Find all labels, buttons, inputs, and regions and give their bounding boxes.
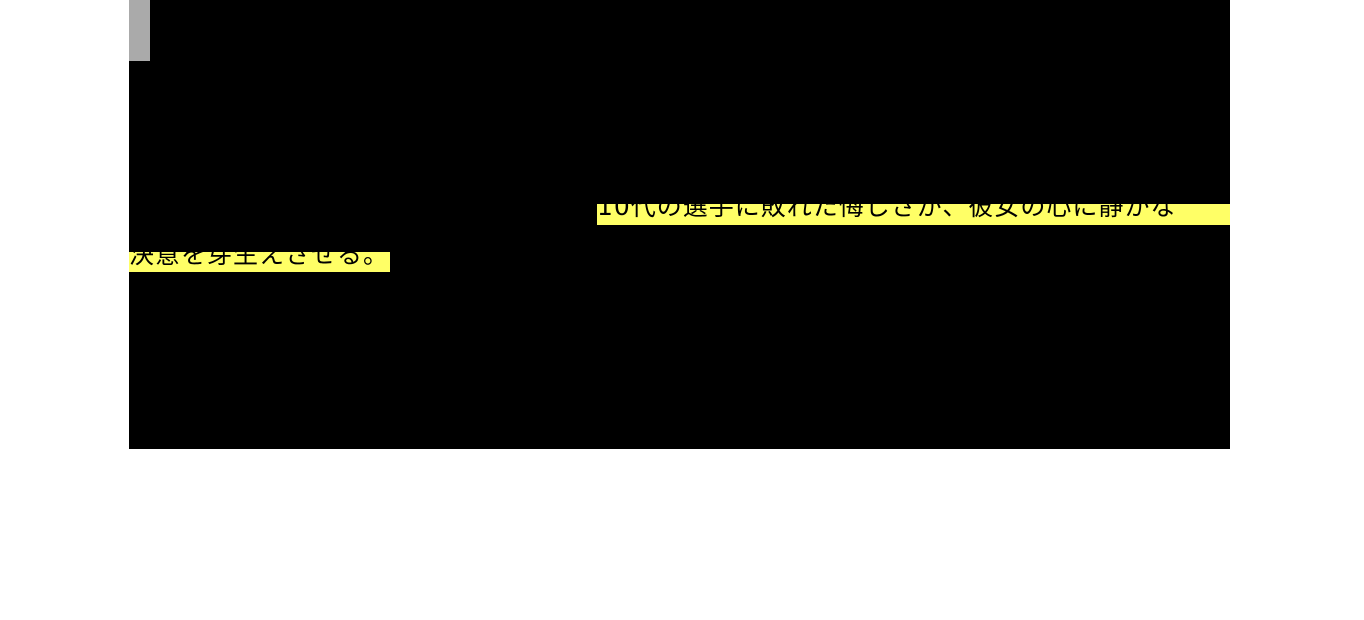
scrollbar-thumb[interactable] [129, 0, 150, 61]
caption-text-2: 決意を芽生えさせる。 [129, 252, 390, 269]
caption-text-1: 10代の選手に敗れた悔しさが、彼女の心に静かな [597, 204, 1177, 221]
caption-line-2: 決意を芽生えさせる。 [129, 252, 390, 272]
video-player[interactable]: 10代の選手に敗れた悔しさが、彼女の心に静かな 決意を芽生えさせる。 [129, 0, 1230, 449]
caption-line-1: 10代の選手に敗れた悔しさが、彼女の心に静かな [597, 204, 1230, 225]
